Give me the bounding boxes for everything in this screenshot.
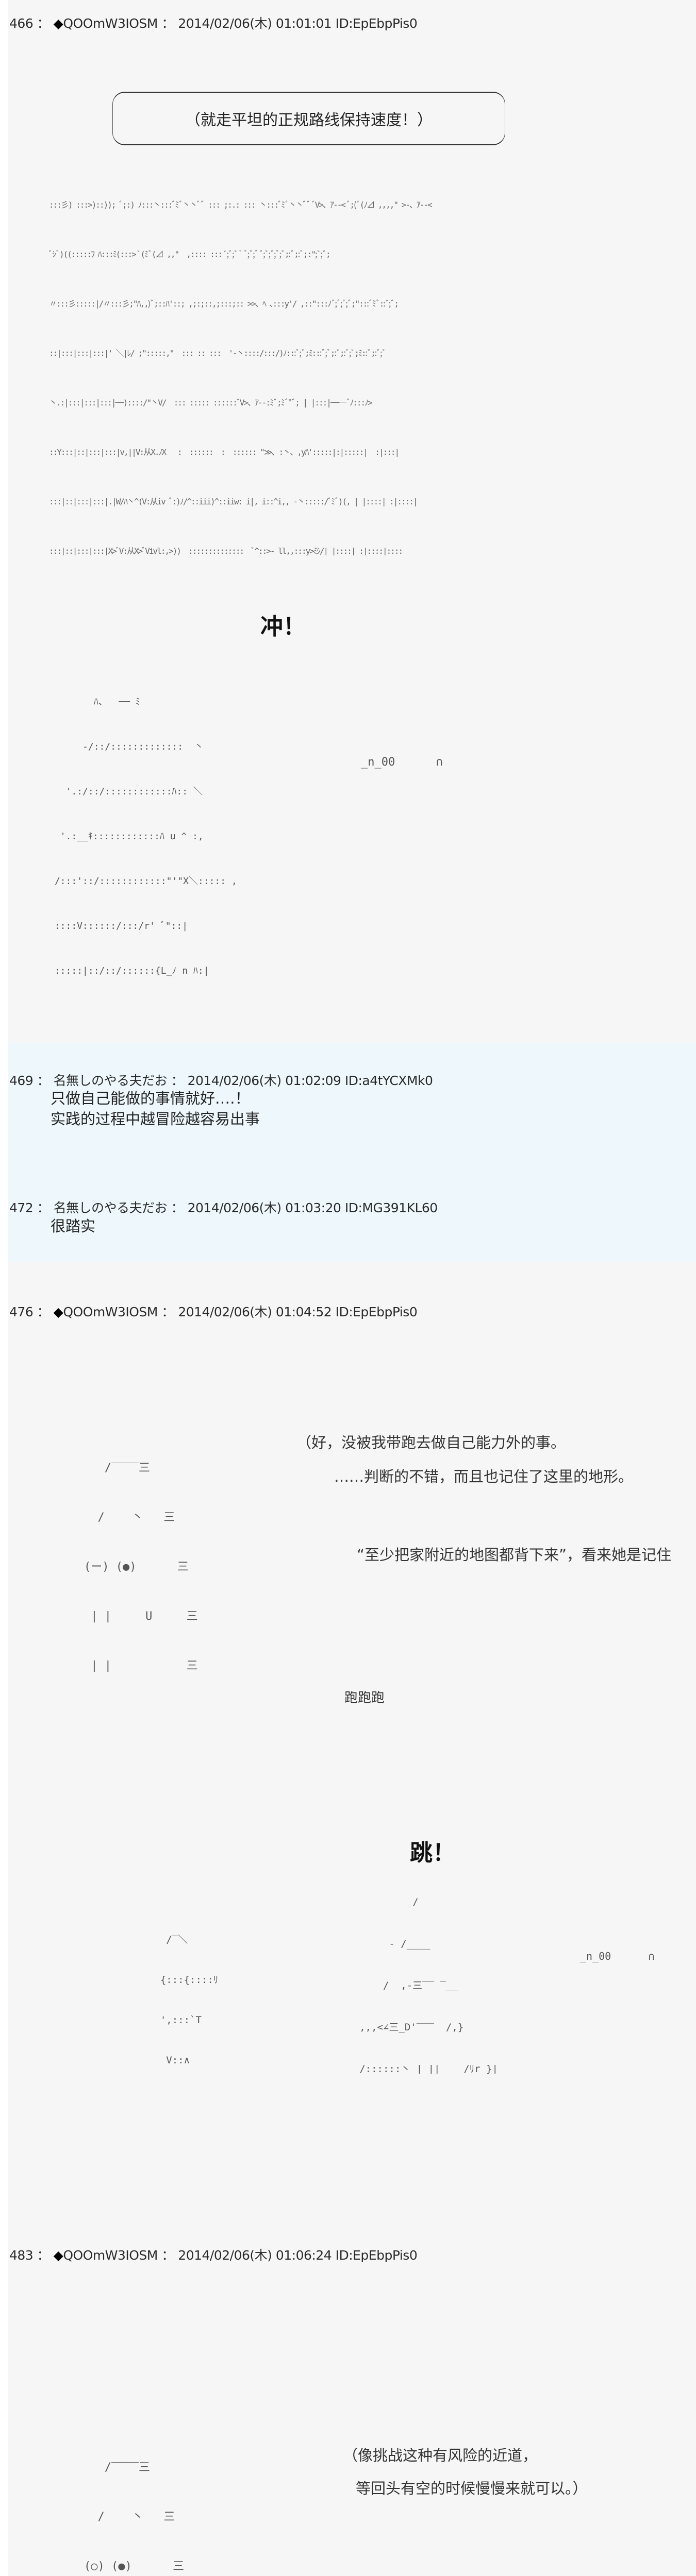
aa-line: ::::V::::::/:::/r' ﾞ"::| [49,921,188,931]
dialog-line: ……判断的不错，而且也记住了这里的地形。 [334,1468,634,1485]
separator: ： [37,16,50,31]
post-body-469: 只做自己能做的事情就好‥‥！ 实践的过程中越冒险越容易出事 [51,1088,260,1129]
post-date: 2014/02/06(木) 01:06:24 [178,2248,332,2263]
separator: ： [161,1304,174,1319]
speech-bubble-text: （就走平坦的正规路线保持速度！） [185,111,433,129]
separator: ： [37,1200,50,1215]
trip-diamond-icon: ◆ [53,16,63,31]
thread-page [8,0,696,2576]
ascii-art-small-figure: _n_00 ∩ ｱ/,三、 (/r三ｭ ﾞつ) o [580,1922,696,1973]
aa-line: ',:::`T [95,2014,202,2026]
poster-name: QOOmW3IOSM [63,1304,158,1319]
separator: ： [37,2248,50,2263]
aa-line: V::∧ [95,2055,190,2066]
post-number[interactable]: 476 [9,1304,34,1319]
aa-line: /‾＼ [95,1934,188,1945]
aa-line: _n_00 ∩ [580,1950,655,1962]
ascii-art-crowd: :::彡) :::>)::)); ﾞ;:) ﾉ:::丶:::ﾞﾐﾞ丶丶ﾞﾞ ::… [49,164,657,555]
aa-line: /‾‾‾‾三 [57,2461,150,2474]
aa-line: / [330,1896,419,1908]
poster-id[interactable]: ID:MG391KL60 [344,1200,438,1215]
poster-id[interactable]: ID:EpEbpPis0 [335,2248,418,2263]
post-date: 2014/02/06(木) 01:01:01 [178,16,332,31]
aa-line: _n_00 ∩ [361,756,443,769]
ascii-art-girl-running: ﾊ、 ── ﾐ -/::/::::::::::::: 丶 '.:/::/::::… [49,665,296,994]
aa-line: ﾞｼﾞ)((:::::ﾌ ﾊ:::ﾐ(:::> ﾞ(ﾐﾞ(⊿ ,," ,::::… [49,249,331,259]
aa-line: /:::'::/::::::::::::"'"X＼::::: , [49,876,237,887]
poster-id[interactable]: ID:EpEbpPis0 [335,16,418,31]
post-number[interactable]: 466 [9,16,34,31]
ascii-art-small-figure: _n_00 ∩ ｱ/,三、 ∪ (/r三ｭ ﾞつ) o [361,724,495,781]
post-date: 2014/02/06(木) 01:03:20 [187,1200,341,1215]
post-number[interactable]: 469 [9,1073,34,1088]
aa-line: 丶.:|:::|:::|:::|──)::::/"丶V/ ::: ::::: :… [49,398,373,408]
poster-id[interactable]: ID:EpEbpPis0 [335,1304,418,1319]
post-line: 只做自己能做的事情就好‥‥！ [51,1090,250,1107]
aa-line: '.:__ｷ::::::::::::ﾊ u ^ :, [49,831,204,842]
dialog-line: “至少把家附近的地图都背下来”，看来她是记住 [357,1546,672,1564]
dialog-line: （好，没被我带跑去做自己能力外的事。 [296,1434,566,1451]
ascii-art-runner: /‾‾‾‾三 / 丶 三 (ー) (●) 三 | | U 三 | | 三 L_ … [57,1427,325,1705]
aa-line: | | 三 [57,1659,198,1672]
aa-line: ﾊ、 ── ﾐ [49,697,140,707]
post-body-472: 很踏实 [51,1216,95,1236]
aa-line: :::|::|:::|:::|X>ﾞV:从X>ﾞVivl:,>)) ::::::… [49,546,403,555]
aa-line: '.:/::/::::::::::::ﾊ:: ＼ [49,786,203,797]
separator: ： [161,2248,174,2263]
post-number[interactable]: 483 [9,2248,34,2263]
aa-line: (○) (●) 三 [57,2560,185,2573]
aa-line: {:::{::::ﾘ [95,1974,219,1986]
poster-id[interactable]: ID:a4tYCXMk0 [344,1073,433,1088]
poster-name: QOOmW3IOSM [63,16,158,31]
poster-name: 名無しのやる夫だお [53,1200,168,1215]
post-header-466: 466 ： ◆QOOmW3IOSM ： 2014/02/06(木) 01:01:… [9,13,418,32]
separator: ： [171,1073,184,1088]
aa-line: | | U 三 [57,1610,198,1623]
separator: ： [171,1200,184,1215]
aa-line: ::Y:::|::|:::|:::|v,||V:从X.ﾉX : :::::: :… [49,447,400,457]
separator: ： [37,1073,50,1088]
post-header-476: 476 ： ◆QOOmW3IOSM ： 2014/02/06(木) 01:04:… [9,1302,418,1320]
trip-diamond-icon: ◆ [53,1304,63,1319]
aa-line: 〃:::彡:::::|/〃:::彡;"ﾊ,,)ﾞ;::ﾊ'::; ,;:;::,… [49,299,399,309]
aa-line: :::|::|:::|:::|.|W/ﾊ丶^(V:从iv ﾞ:)ﾉ/^::iii… [49,497,418,506]
aa-line: ,,,<∠三_D'‾‾‾ /,} [330,2022,464,2033]
separator: ： [37,1304,50,1319]
separator: ： [161,16,174,31]
aa-line: / ,-三‾‾ ‾__ [330,1980,458,1991]
post-header-469: 469 ： 名無しのやる夫だお ： 2014/02/06(木) 01:02:09… [9,1071,433,1089]
dialog-line: （像挑战这种有风险的近道， [343,2447,538,2464]
poster-name: 名無しのやる夫だお [53,1073,168,1088]
ascii-art-runner: /‾‾‾‾三 / 丶 三 (○) (●) 三 | | U 三 | | 三 L_ … [57,2427,325,2576]
trip-diamond-icon: ◆ [53,2248,63,2263]
sound-effect-text: 跑跑跑 [344,1690,385,1706]
post-date: 2014/02/06(木) 01:02:09 [187,1073,341,1088]
post-line: 很踏实 [51,1217,96,1235]
aa-line: :::彡) :::>)::)); ﾞ;:) ﾉ:::丶:::ﾞﾐﾞ丶丶ﾞﾞ ::… [49,200,433,210]
highlighted-posts-background [8,1043,696,1262]
ascii-art-jump-left: /‾＼ {:::{::::ﾘ ',:::`T V::∧ ＼::: ＼ ＼::: … [95,1906,338,2076]
aa-line: ::|:::|:::|:::|' ＼|ﾚ/ ;":::::," ::: :: :… [49,348,387,358]
poster-name: QOOmW3IOSM [63,2248,158,2263]
post-line: 实践的过程中越冒险越容易出事 [51,1110,260,1128]
dialog-line: 等回头有空的时候慢慢来就可以。） [356,2480,588,2497]
aa-line: / 丶 三 [57,2511,175,2523]
shout-text: 跳！ [410,1840,455,1866]
post-number[interactable]: 472 [9,1200,34,1215]
aa-line: /‾‾‾‾三 [57,1462,150,1475]
aa-line: - /____ [330,1938,430,1950]
shout-text: 冲！ [260,614,306,640]
aa-line: -/::/::::::::::::: 丶 [49,741,204,752]
aa-line: :::::|::/::/::::::{L_ﾉ n ﾊ:| [49,965,209,976]
aa-line: /::::::丶 | || /ﾘr }| [330,2063,498,2074]
post-header-483: 483 ： ◆QOOmW3IOSM ： 2014/02/06(木) 01:06:… [9,2245,418,2264]
aa-line: (ー) (●) 三 [57,1561,189,1573]
aa-line: / 丶 三 [57,1511,175,1524]
ascii-art-jump-center: / - /____ / ,-三‾‾ ‾__ ,,,<∠三_D'‾‾‾ /,} /… [330,1868,536,2074]
post-header-472: 472 ： 名無しのやる夫だお ： 2014/02/06(木) 01:03:20… [9,1198,438,1216]
speech-bubble: （就走平坦的正规路线保持速度！） [112,92,505,145]
post-date: 2014/02/06(木) 01:04:52 [178,1304,332,1319]
